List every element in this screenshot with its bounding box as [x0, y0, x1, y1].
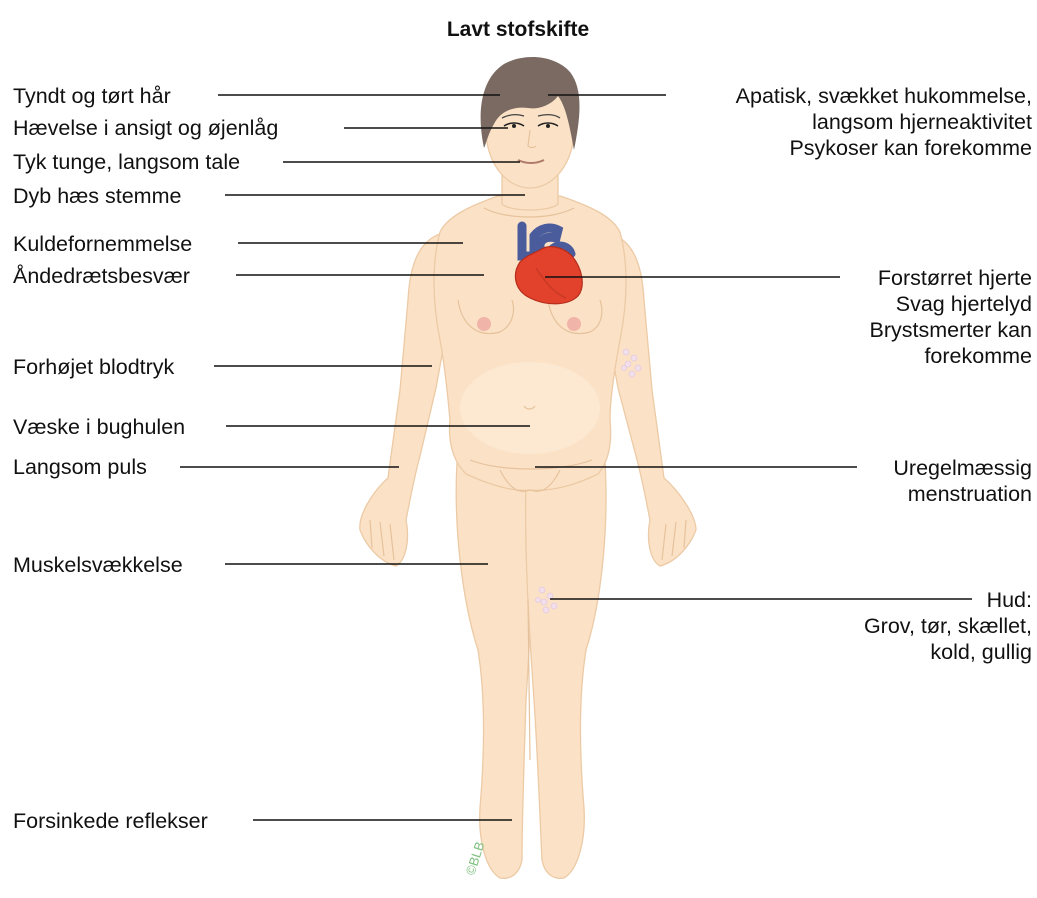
label-cold: Kuldefornemmelse [13, 232, 192, 256]
label-heart-line-4: forekomme [924, 344, 1032, 368]
label-muscle: Muskelsvækkelse [13, 553, 183, 577]
label-heart-line-1: Forstørret hjerte [878, 266, 1032, 290]
label-menstruation-line-1: Uregelmæssig [893, 456, 1032, 480]
watermark-text: ©BLB [463, 840, 488, 877]
label-voice: Dyb hæs stemme [13, 184, 181, 208]
label-mind-line-3: Psykoser kan forekomme [789, 136, 1032, 160]
label-reflexes: Forsinkede reflekser [13, 809, 208, 833]
label-skin-line-1: Hud: [987, 588, 1032, 612]
label-fluid: Væske i bughulen [13, 415, 185, 439]
label-pulse: Langsom puls [13, 455, 147, 479]
labels-left: Tyndt og tørt hår Hævelse i ansigt og øj… [13, 84, 530, 833]
label-heart-line-3: Brystsmerter kan [870, 318, 1032, 342]
label-skin-line-3: kold, gullig [930, 640, 1032, 664]
label-hair: Tyndt og tørt hår [13, 84, 171, 108]
label-heart-line-2: Svag hjertelyd [896, 292, 1032, 316]
label-face: Hævelse i ansigt og øjenlåg [13, 116, 278, 140]
diagram-title: Lavt stofskifte [447, 18, 589, 41]
label-skin-line-2: Grov, tør, skællet, [864, 614, 1032, 638]
label-menstruation-line-2: menstruation [908, 482, 1032, 506]
label-tongue: Tyk tunge, langsom tale [13, 150, 240, 174]
label-breathing: Åndedrætsbesvær [13, 264, 190, 288]
label-mind-line-2: langsom hjerneaktivitet [812, 110, 1032, 134]
label-bloodpressure: Forhøjet blodtryk [13, 355, 175, 379]
label-mind-line-1: Apatisk, svækket hukommelse, [736, 84, 1032, 108]
